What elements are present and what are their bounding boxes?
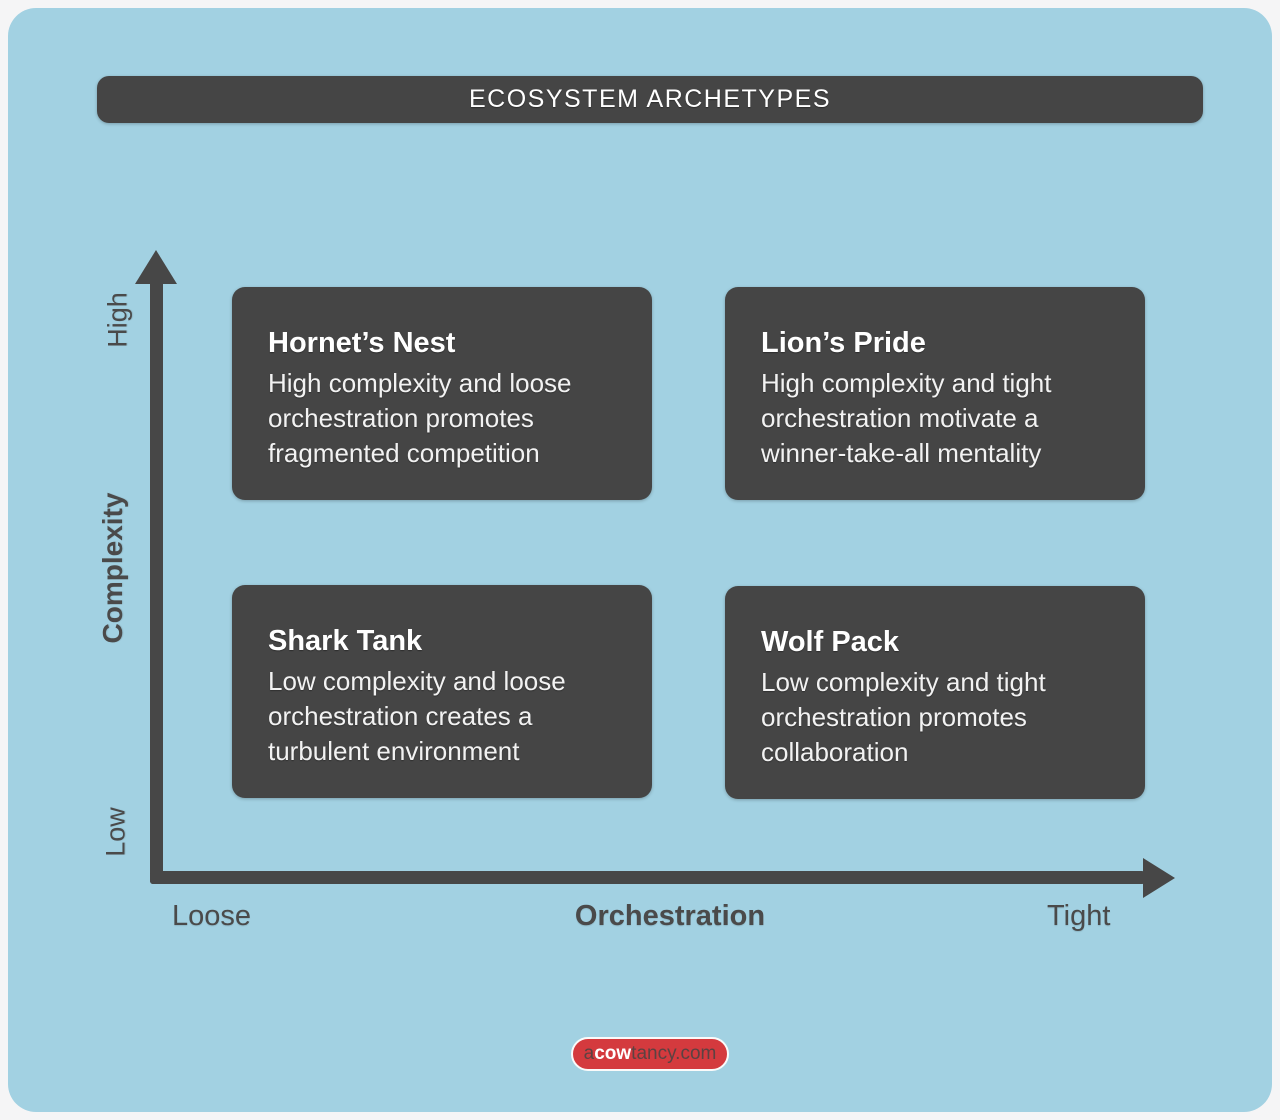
quadrant-description-line: High complexity and tight [761, 368, 1052, 398]
quadrant-description-line: High complexity and loose [268, 368, 572, 398]
quadrant-hornets-nest: Hornet’s Nest High complexity and loose … [232, 287, 652, 500]
quadrant-description-line: collaboration [761, 737, 909, 767]
x-axis-arrowhead-icon [1143, 858, 1175, 898]
x-axis-tick-tight: Tight [1047, 900, 1111, 932]
quadrant-description-line: orchestration motivate a [761, 403, 1039, 433]
logo-text-suffix: tancy.com [631, 1043, 717, 1064]
quadrant-title: Shark Tank [268, 625, 423, 657]
y-axis-label: Complexity [97, 492, 128, 644]
quadrant-title: Wolf Pack [761, 626, 900, 658]
quadrant-description-line: turbulent environment [268, 736, 520, 766]
diagram-panel [8, 8, 1272, 1112]
y-axis-tick-high: High [102, 292, 133, 348]
quadrant-description-line: winner-take-all mentality [761, 438, 1042, 468]
quadrant-description-line: fragmented competition [268, 438, 540, 468]
quadrant-description-line: orchestration creates a [268, 701, 533, 731]
quadrant-description-line: Low complexity and tight [761, 667, 1046, 697]
y-axis-tick-low: Low [100, 807, 131, 857]
quadrant-description-line: orchestration promotes [268, 403, 534, 433]
quadrant-description-line: orchestration promotes [761, 702, 1027, 732]
diagram-title-bar: ECOSYSTEM ARCHETYPES [97, 76, 1203, 123]
x-axis-line [150, 871, 1145, 884]
y-axis-arrowhead-icon [135, 250, 177, 284]
quadrant-shark-tank: Shark Tank Low complexity and loose orch… [232, 585, 652, 798]
diagram-title: ECOSYSTEM ARCHETYPES [468, 85, 832, 113]
y-axis-line [150, 275, 163, 884]
logo-text-prefix: a [583, 1043, 595, 1064]
quadrant-lions-pride: Lion’s Pride High complexity and tight o… [725, 287, 1145, 500]
logo-text-bold: cow [594, 1043, 632, 1064]
quadrant-title: Hornet’s Nest [268, 327, 456, 359]
quadrant-wolf-pack: Wolf Pack Low complexity and tight orche… [725, 586, 1145, 799]
quadrant-description-line: Low complexity and loose [268, 666, 566, 696]
x-axis-label: Orchestration [574, 900, 766, 932]
quadrant-title: Lion’s Pride [761, 327, 926, 359]
x-axis-tick-loose: Loose [172, 900, 252, 932]
